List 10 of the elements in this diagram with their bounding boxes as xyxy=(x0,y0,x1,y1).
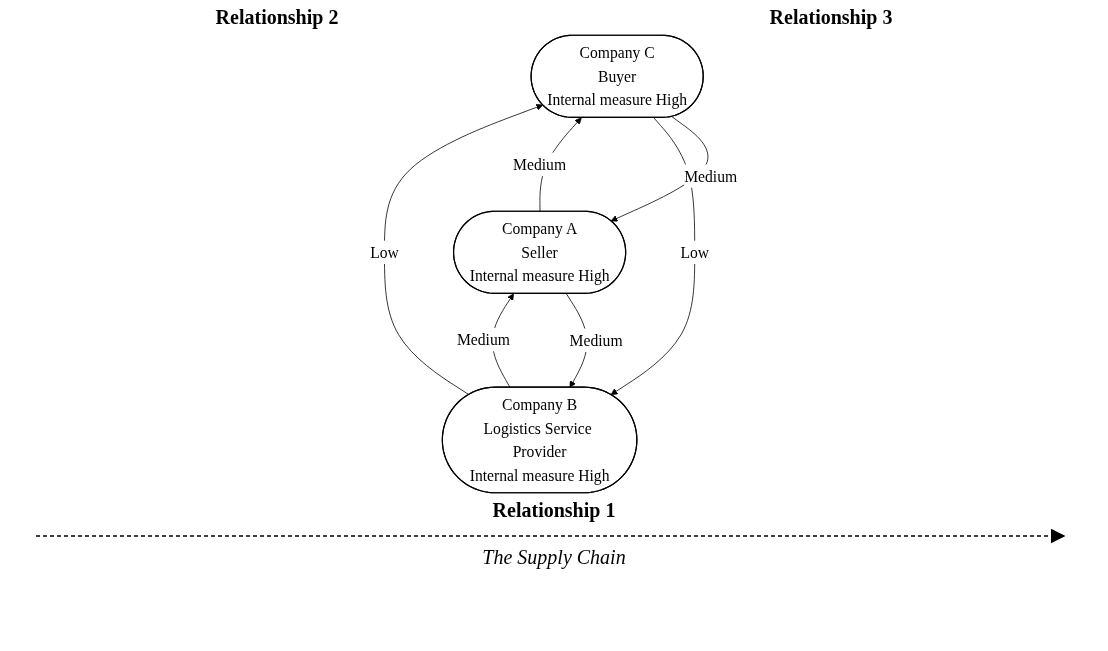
edge-label: Medium xyxy=(569,331,623,349)
relationship-label: Relationship 1 xyxy=(492,499,616,521)
relationship-label: Relationship 3 xyxy=(769,6,893,29)
edge-label: Medium xyxy=(513,155,567,173)
edge-label: Low xyxy=(370,243,400,261)
axis-caption: The Supply Chain xyxy=(482,546,626,568)
edge-label: Low xyxy=(680,243,710,261)
edge-label: Medium xyxy=(457,331,511,349)
relationship-label: Relationship 2 xyxy=(215,6,339,29)
edge-label: Medium xyxy=(684,167,738,185)
